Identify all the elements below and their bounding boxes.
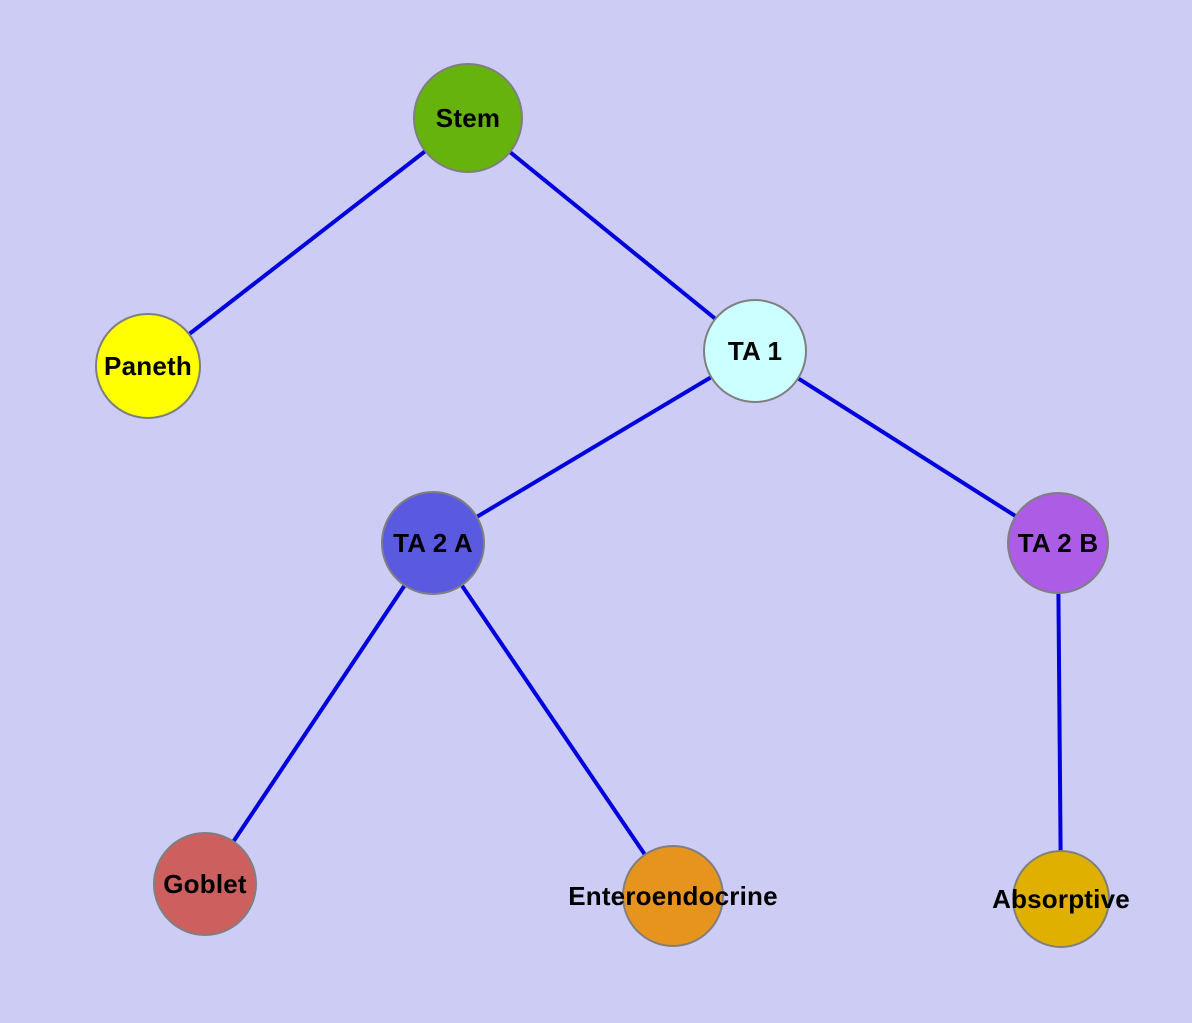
node-ta-2-a-label: TA 2 A <box>393 527 473 558</box>
edge-ta2b-absorptive <box>1056 542 1063 900</box>
node-paneth-label: Paneth <box>104 350 192 381</box>
node-ta-2-a[interactable]: TA 2 A <box>381 491 485 595</box>
node-ta-1[interactable]: TA 1 <box>703 299 807 403</box>
edge-ta2a-enteroendocrine <box>431 541 675 898</box>
edge-ta1-ta2a <box>431 349 757 545</box>
node-enteroendocrine[interactable]: Enteroendocrine <box>568 845 778 947</box>
node-ta-1-label: TA 1 <box>727 335 783 366</box>
node-ta-2-b[interactable]: TA 2 B <box>1007 492 1109 594</box>
node-goblet-label: Goblet <box>163 868 247 899</box>
node-absorptive[interactable]: Absorptive <box>992 850 1130 948</box>
node-ta-2-b-label: TA 2 B <box>1017 527 1099 558</box>
edge-ta1-ta2b <box>753 349 1060 545</box>
edge-stem-paneth <box>146 116 470 368</box>
edge-ta2a-goblet <box>203 541 435 886</box>
edge-stem-ta1 <box>466 116 757 353</box>
node-absorptive-label: Absorptive <box>992 883 1130 914</box>
node-enteroendocrine-label: Enteroendocrine <box>568 880 778 911</box>
node-stem[interactable]: Stem <box>413 63 523 173</box>
node-goblet[interactable]: Goblet <box>153 832 257 936</box>
node-paneth[interactable]: Paneth <box>95 313 201 419</box>
node-stem-label: Stem <box>435 102 501 133</box>
